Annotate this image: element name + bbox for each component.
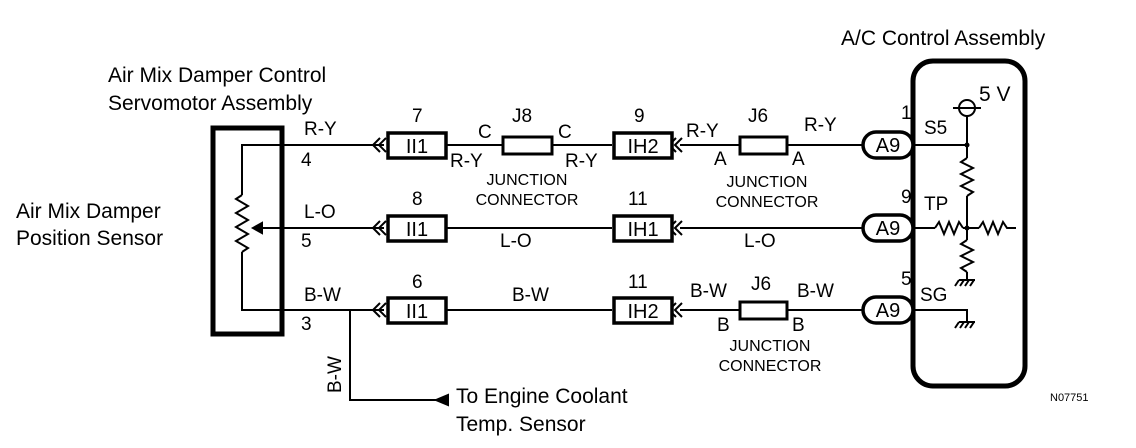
wire-label-lo: L-O (744, 231, 776, 252)
svg-text:J8: J8 (512, 106, 532, 127)
pin-a9-1: 1 (901, 103, 912, 124)
j8-caption-line1: JUNCTION (487, 172, 568, 189)
wire-label-ry: R-Y (565, 151, 598, 172)
connector-ih2-top: IH2 (612, 131, 674, 160)
j6-bottom-caption-line2: CONNECTOR (719, 358, 822, 375)
connector-a9-middle: A9 (861, 213, 915, 243)
pin-ih2-11: 11 (628, 272, 648, 293)
pin-ih2-9: 9 (634, 106, 645, 127)
j6-terminal-a-left: A (714, 149, 727, 170)
ac-control-box (910, 58, 1028, 389)
wire-row-bottom (300, 309, 863, 407)
j6-terminal-b-right: B (792, 315, 805, 336)
to-sensor-line1: To Engine Coolant (456, 385, 628, 408)
j6-terminal-a-right: A (792, 149, 805, 170)
pin-ii1-7: 7 (412, 106, 423, 127)
j6-terminal-b-left: B (717, 315, 730, 336)
svg-text:II1: II1 (406, 219, 428, 241)
servo-pin-3: 3 (301, 314, 312, 335)
wire-label-bw: B-W (797, 281, 834, 302)
j8-caption-line2: CONNECTOR (476, 192, 579, 209)
servo-pin-4: 4 (301, 150, 312, 171)
wire-label-bw: B-W (304, 285, 341, 306)
j6-top-caption-line2: CONNECTOR (716, 194, 819, 211)
j8-terminal-left: C (478, 122, 492, 143)
wire-label-ry: R-Y (450, 151, 483, 172)
to-sensor-line2: Temp. Sensor (456, 413, 586, 436)
servo-pin-5: 5 (301, 231, 312, 252)
j6-bottom-caption-line1: JUNCTION (730, 338, 811, 355)
svg-text:J6: J6 (751, 274, 771, 295)
ac-assembly-title: A/C Control Assembly (841, 27, 1046, 50)
pin-ih1-11: 11 (628, 189, 648, 210)
svg-text:J6: J6 (748, 106, 768, 127)
sensor-title-line2: Position Sensor (16, 227, 163, 250)
wire-label-ry: R-Y (304, 119, 337, 140)
servo-title-line1: Air Mix Damper Control (108, 64, 326, 87)
wire-label-ry: R-Y (804, 115, 837, 136)
junction-dot (964, 225, 970, 231)
j8-terminal-right: C (558, 122, 572, 143)
terminal-tp: TP (924, 194, 948, 215)
wire-label-bw-vertical: B-W (325, 356, 346, 393)
connector-ii1-middle: II1 (386, 214, 448, 243)
servo-title-line2: Servomotor Assembly (108, 92, 313, 115)
figure-code: N07751 (1050, 392, 1089, 404)
sensor-title-line1: Air Mix Damper (16, 200, 161, 223)
terminal-sg: SG (920, 285, 947, 306)
pin-ii1-6: 6 (412, 272, 423, 293)
junction-connector-j8: J8 (501, 106, 554, 156)
wire-label-bw: B-W (690, 281, 727, 302)
wire-label-lo: L-O (500, 231, 532, 252)
svg-text:IH1: IH1 (627, 219, 658, 241)
supply-5v-label: 5 V (979, 83, 1011, 106)
junction-connector-j6-bottom: J6 (738, 274, 789, 321)
connector-ii1-bottom: II1 (386, 296, 448, 325)
svg-text:II1: II1 (406, 301, 428, 323)
svg-text:II1: II1 (406, 136, 428, 158)
connector-ih2-bottom: IH2 (612, 296, 674, 325)
wire-label-bw: B-W (512, 285, 549, 306)
wire-label-lo: L-O (304, 202, 336, 223)
terminal-s5: S5 (924, 118, 947, 139)
wire-label-ry: R-Y (686, 121, 719, 142)
pin-a9-9: 9 (901, 187, 912, 208)
svg-text:A9: A9 (876, 300, 900, 322)
junction-connector-j6-top: J6 (738, 106, 789, 156)
j6-top-caption-line1: JUNCTION (727, 174, 808, 191)
pin-ii1-8: 8 (412, 189, 423, 210)
svg-text:A9: A9 (876, 218, 900, 240)
servomotor-box (210, 125, 285, 337)
svg-text:IH2: IH2 (627, 136, 658, 158)
connector-ii1-top: II1 (386, 131, 448, 160)
connector-a9-bottom: A9 (861, 295, 915, 325)
junction-dot (964, 142, 970, 148)
svg-text:IH2: IH2 (627, 301, 658, 323)
pin-a9-5: 5 (901, 269, 912, 290)
connector-ih1-middle: IH1 (612, 214, 674, 243)
ac-internal-circuit (913, 99, 1016, 329)
position-sensor-potentiometer (234, 144, 300, 311)
connector-a9-top: A9 (861, 130, 915, 160)
svg-text:A9: A9 (876, 135, 900, 157)
